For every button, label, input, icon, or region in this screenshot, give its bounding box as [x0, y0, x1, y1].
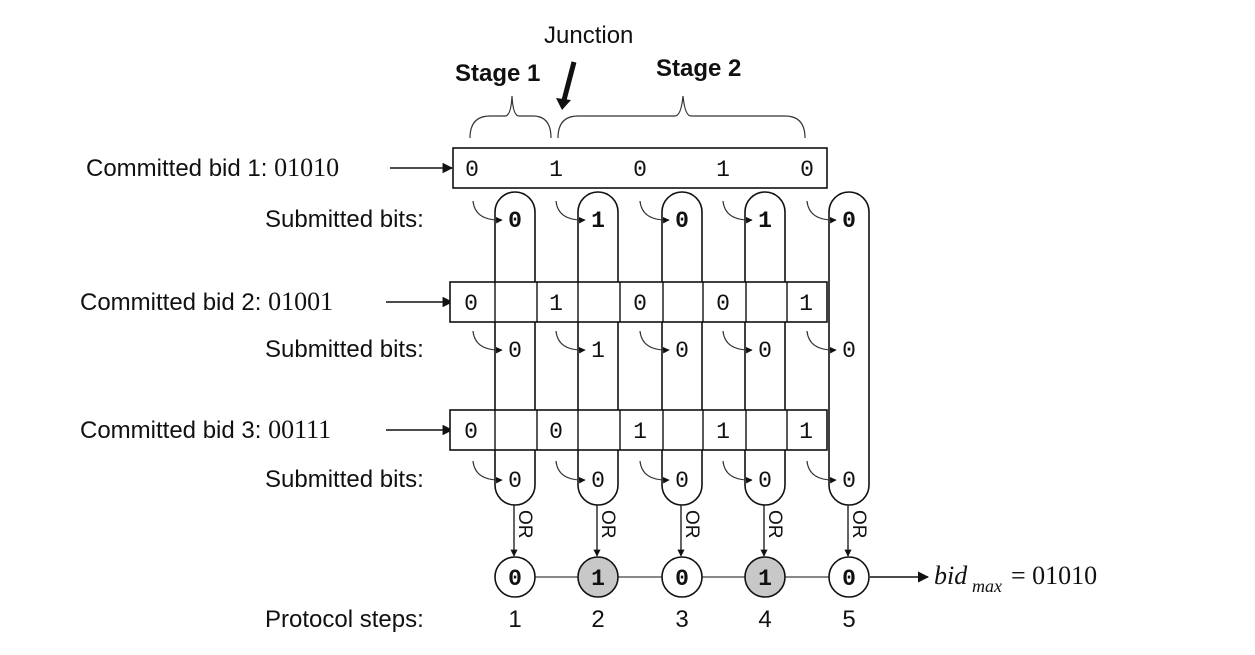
protocol-step-4: 4 — [758, 606, 771, 633]
result-bit-2: 1 — [591, 566, 605, 592]
submitted-bit-r1-c5: 0 — [842, 208, 856, 234]
bid-1-bit-2: 1 — [549, 157, 563, 183]
bid-3-bit-3: 1 — [633, 419, 647, 445]
protocol-steps-label: Protocol steps: — [265, 606, 424, 633]
bid-3-bit-2: 0 — [549, 419, 563, 445]
protocol-step-1: 1 — [508, 606, 521, 633]
result-bit-1: 0 — [508, 566, 522, 592]
or-label-5: OR — [848, 510, 869, 539]
result-circle-2 — [577, 556, 619, 598]
column-pill-3 — [661, 191, 703, 506]
protocol-step-2: 2 — [591, 606, 604, 633]
submit-arrow-r3-c1 — [472, 460, 503, 484]
bid-2-bit-2: 1 — [549, 291, 563, 317]
submit-arrow-r1-c5 — [806, 200, 837, 224]
submit-arrow-r2-c5 — [806, 330, 837, 354]
stage-1-label: Stage 1 — [455, 60, 540, 87]
submitted-bit-r3-c3: 0 — [675, 468, 689, 494]
result-subscript: max — [972, 576, 1002, 596]
bid-3-bit-5: 1 — [799, 419, 813, 445]
bid-1-bit-4: 1 — [716, 157, 730, 183]
submitted-bit-r1-c1: 0 — [508, 208, 522, 234]
column-pill-4 — [744, 191, 786, 506]
submit-arrow-r3-c3 — [639, 460, 670, 484]
submit-arrow-r2-c3 — [639, 330, 670, 354]
bid-3-bit-1: 0 — [464, 419, 478, 445]
bid-3-bit-4: 1 — [716, 419, 730, 445]
result-bit-3: 0 — [675, 566, 689, 592]
stage-2-label: Stage 2 — [656, 55, 741, 82]
bid-2-box — [449, 281, 828, 323]
submitted-bit-r3-c4: 0 — [758, 468, 772, 494]
bid-2-bit-3: 0 — [633, 291, 647, 317]
bid-1-box — [452, 147, 828, 189]
submit-arrow-r3-c2 — [555, 460, 586, 484]
submitted-bit-r3-c2: 0 — [591, 468, 605, 494]
junction-arrow-shaft — [560, 61, 577, 105]
submitted-bit-r2-c3: 0 — [675, 338, 689, 364]
submitted-bit-r2-c1: 0 — [508, 338, 522, 364]
or-label-2: OR — [597, 510, 618, 539]
submit-arrow-r1-c2 — [555, 200, 586, 224]
submitted-bits-label-2: Submitted bits: — [265, 336, 424, 363]
result-bit-5: 0 — [842, 566, 856, 592]
column-pill-5 — [828, 191, 870, 506]
result-circle-1 — [494, 556, 536, 598]
bid-3-box — [449, 409, 828, 451]
or-label-1: OR — [514, 510, 535, 539]
submit-arrow-r2-c1 — [472, 330, 503, 354]
submit-arrow-r2-c2 — [555, 330, 586, 354]
submit-arrow-r1-c3 — [639, 200, 670, 224]
protocol-step-5: 5 — [842, 606, 855, 633]
bid-1-bit-3: 0 — [633, 157, 647, 183]
bid-3-label: Committed bid 3: 00111 — [80, 415, 331, 444]
results-layer: OR OR OR OR OR 0 1 1 2 0 3 1 4 0 5 — [494, 505, 870, 633]
bid-2-label: Committed bid 2: 01001 — [80, 287, 333, 316]
protocol-step-3: 3 — [675, 606, 688, 633]
result-var: bid — [934, 561, 968, 590]
bid-2-bit-5: 1 — [799, 291, 813, 317]
junction-label: Junction — [544, 22, 633, 49]
bid-2-bit-1: 0 — [464, 291, 478, 317]
submitted-bit-r2-c2: 1 — [591, 338, 605, 364]
submitted-bit-r2-c5: 0 — [842, 338, 856, 364]
or-label-3: OR — [681, 510, 702, 539]
submit-arrow-r3-c4 — [722, 460, 753, 484]
column-pill-1 — [494, 191, 536, 506]
bid-1-bit-1: 0 — [465, 157, 479, 183]
bid-1-label: Committed bid 1: 01010 — [86, 153, 339, 182]
submitted-bits-label-1: Submitted bits: — [265, 206, 424, 233]
column-pill-2 — [577, 191, 619, 506]
bid-2-bit-4: 0 — [716, 291, 730, 317]
submit-arrow-r1-c1 — [472, 200, 503, 224]
bid-1-bit-5: 0 — [800, 157, 814, 183]
submitted-bit-r1-c2: 1 — [591, 208, 605, 234]
result-circle-3 — [661, 556, 703, 598]
submit-arrow-r2-c4 — [722, 330, 753, 354]
junction-arrow-icon — [556, 98, 571, 110]
stage-1-brace — [469, 95, 552, 139]
submit-arrow-r1-c4 — [722, 200, 753, 224]
submitted-bit-r1-c4: 1 — [758, 208, 772, 234]
submitted-bit-r3-c1: 0 — [508, 468, 522, 494]
submitted-bit-r1-c3: 0 — [675, 208, 689, 234]
result-bit-4: 1 — [758, 566, 772, 592]
submitted-bit-r2-c4: 0 — [758, 338, 772, 364]
result-circle-5 — [828, 556, 870, 598]
submitted-bits-label-3: Submitted bits: — [265, 466, 424, 493]
submit-arrow-r3-c5 — [806, 460, 837, 484]
submitted-bit-r3-c5: 0 — [842, 468, 856, 494]
stage-2-brace — [557, 95, 806, 139]
or-label-4: OR — [764, 510, 785, 539]
result-value: = 01010 — [1011, 561, 1097, 590]
result-circle-4 — [744, 556, 786, 598]
